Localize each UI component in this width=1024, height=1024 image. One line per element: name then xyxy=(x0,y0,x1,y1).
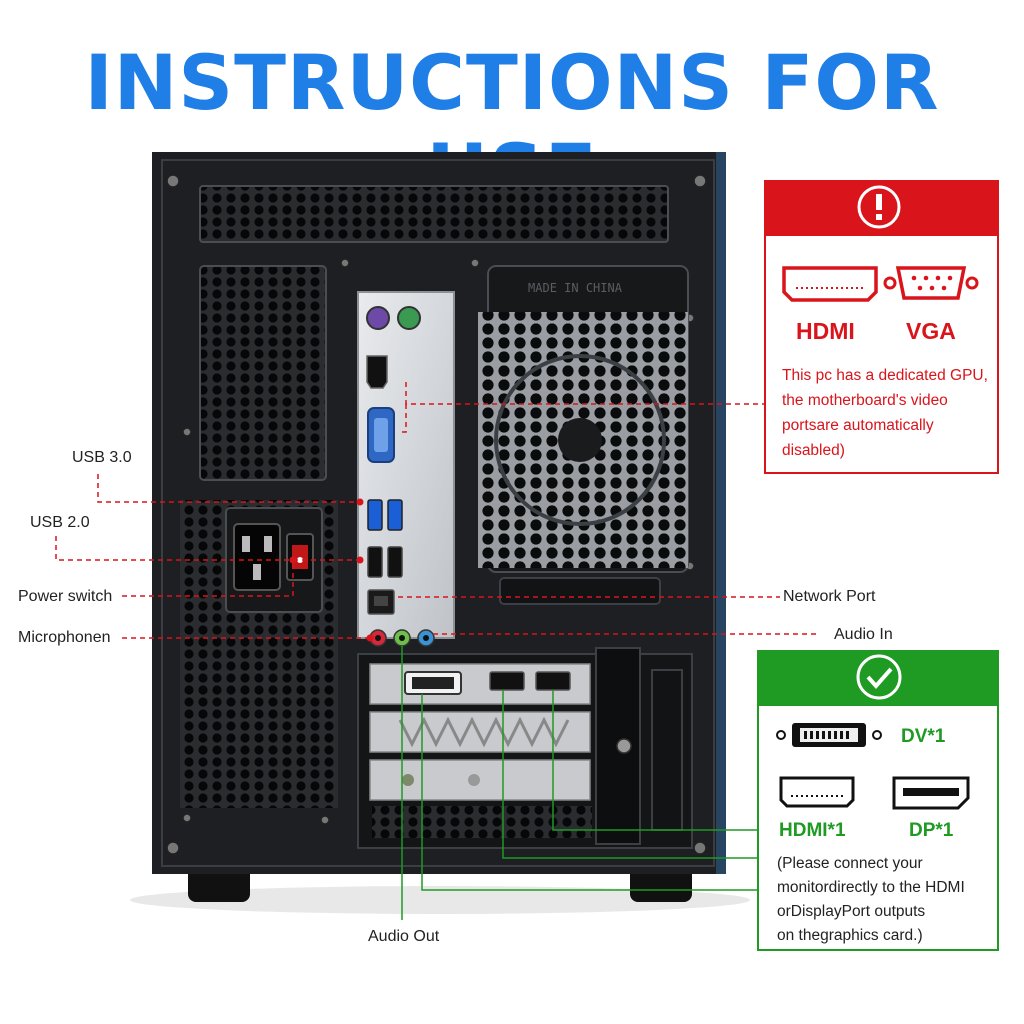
case-foot xyxy=(188,866,250,902)
top-vent xyxy=(200,186,668,242)
label-audio-out: Audio Out xyxy=(368,928,440,945)
warning-note-line: the motherboard's video xyxy=(782,392,948,409)
warning-note-line: disabled) xyxy=(782,442,845,459)
ps2-keyboard-port xyxy=(366,306,390,330)
ok-note-line: orDisplayPort outputs xyxy=(777,903,926,920)
glass-edge xyxy=(716,152,726,874)
label-microphone: Microphonen xyxy=(18,629,111,646)
label-usb3: USB 3.0 xyxy=(72,449,132,466)
warning-note-line: This pc has a dedicated GPU, xyxy=(782,367,988,384)
ok-panel: DV*1 HDMI*1 DP*1 (Please connect your mo… xyxy=(757,650,999,951)
floor-shadow xyxy=(130,886,750,914)
ok-note-line: on thegraphics card.) xyxy=(777,927,923,944)
label-power-switch: Power switch xyxy=(18,588,113,605)
usb3-port xyxy=(367,499,383,531)
ok-note-line: monitordirectly to the HDMI xyxy=(777,879,965,896)
ok-port-dvi-label: DV*1 xyxy=(901,726,946,747)
warning-port-hdmi-label: HDMI xyxy=(796,318,855,344)
green-callout-lines xyxy=(401,646,757,920)
ok-port-dp-label: DP*1 xyxy=(909,820,954,841)
io-shield xyxy=(357,291,455,639)
gpu-hdmi-port xyxy=(489,671,525,691)
usb2-port xyxy=(387,546,403,578)
usb2-port xyxy=(367,546,383,578)
red-callout-lines xyxy=(55,382,820,639)
warning-note: This pc has a dedicated GPU, the motherb… xyxy=(782,363,992,463)
case-emboss: MADE IN CHINA xyxy=(528,281,623,295)
ok-note-line: (Please connect your xyxy=(777,855,923,872)
usb3-port xyxy=(387,499,403,531)
case-foot xyxy=(630,866,692,902)
warning-panel: HDMI VGA This pc has a dedicated GPU, th… xyxy=(764,180,999,474)
red-callout-dots xyxy=(289,498,374,642)
ok-note: (Please connect your monitordirectly to … xyxy=(777,852,997,948)
ps2-mouse-port xyxy=(397,306,421,330)
power-socket xyxy=(233,523,281,591)
fan-hub xyxy=(558,418,602,462)
warning-note-line: portsare automatically xyxy=(782,417,934,434)
label-usb2: USB 2.0 xyxy=(30,514,90,531)
gpu-bracket-2 xyxy=(369,711,591,753)
side-vent-upper xyxy=(200,266,326,480)
warning-panel-header xyxy=(766,182,997,236)
gpu-bracket-vent xyxy=(398,716,570,748)
gpu-dp-port xyxy=(535,671,571,691)
label-audio-in: Audio In xyxy=(834,626,893,643)
ok-panel-header xyxy=(759,652,997,706)
label-network-port: Network Port xyxy=(783,588,876,605)
ok-port-hdmi-label: HDMI*1 xyxy=(779,820,846,841)
mb-hdmi-port xyxy=(366,355,388,389)
warning-port-vga-label: VGA xyxy=(906,318,956,344)
